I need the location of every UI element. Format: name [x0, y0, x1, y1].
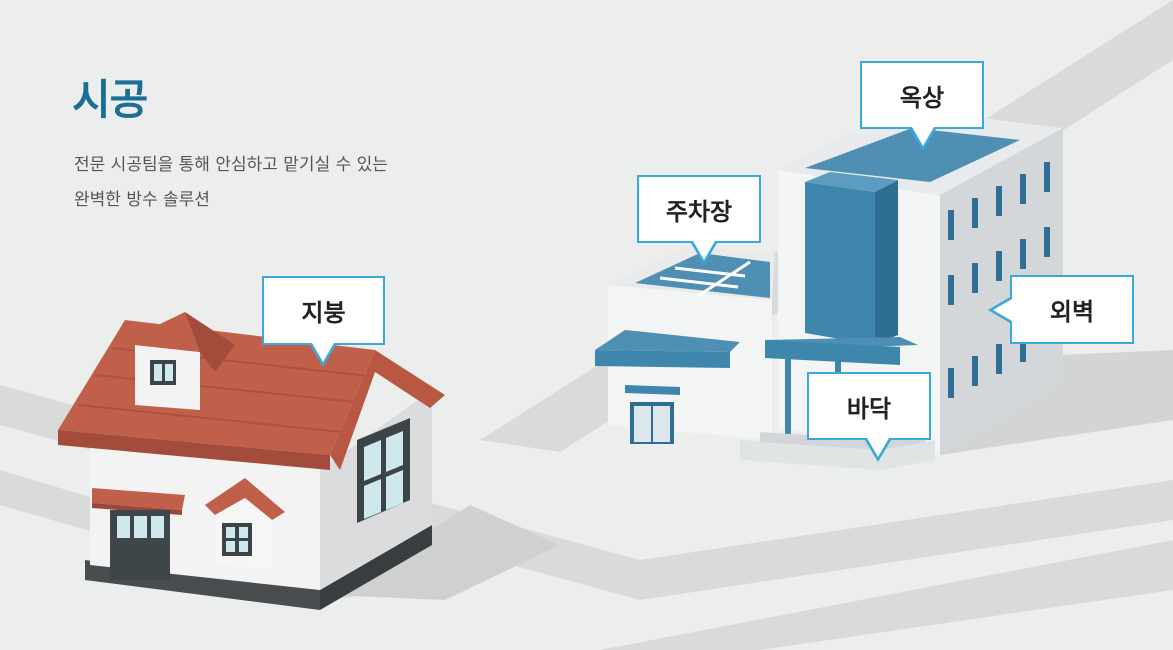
building-shadow [940, 350, 1173, 455]
callout-roof[interactable]: 지붕 [262, 276, 385, 367]
callout-floor[interactable]: 바닥 [807, 372, 931, 462]
callout-roof-label: 지붕 [301, 299, 346, 327]
callout-parking-label: 주차장 [665, 197, 733, 226]
building-illustration [595, 108, 1063, 470]
callout-rooftop-tail-fill [912, 127, 934, 146]
house-illustration [58, 312, 445, 610]
callout-floor-label: 바닥 [846, 394, 892, 423]
page-title: 시공 [72, 75, 148, 124]
description-line-2: 완벽한 방수 솔루션 [74, 190, 210, 210]
callout-roof-tail-fill [312, 343, 334, 362]
callout-exterior-wall-label: 외벽 [1049, 298, 1095, 326]
callout-rooftop[interactable]: 옥상 [860, 61, 984, 151]
callout-exterior-wall-tail-fill [993, 299, 1012, 321]
callout-parking[interactable]: 주차장 [637, 175, 761, 265]
description-line-1: 전문 시공팀을 통해 안심하고 맡기실 수 있는 [74, 155, 388, 175]
callout-parking-tail-fill [693, 241, 715, 260]
callout-floor-tail-fill [867, 438, 889, 457]
page-description: 전문 시공팀을 통해 안심하고 맡기실 수 있는 완벽한 방수 솔루션 [74, 148, 388, 218]
callout-rooftop-label: 옥상 [899, 83, 945, 112]
house-shadow [330, 505, 560, 600]
callout-exterior-wall[interactable]: 외벽 [988, 275, 1134, 344]
